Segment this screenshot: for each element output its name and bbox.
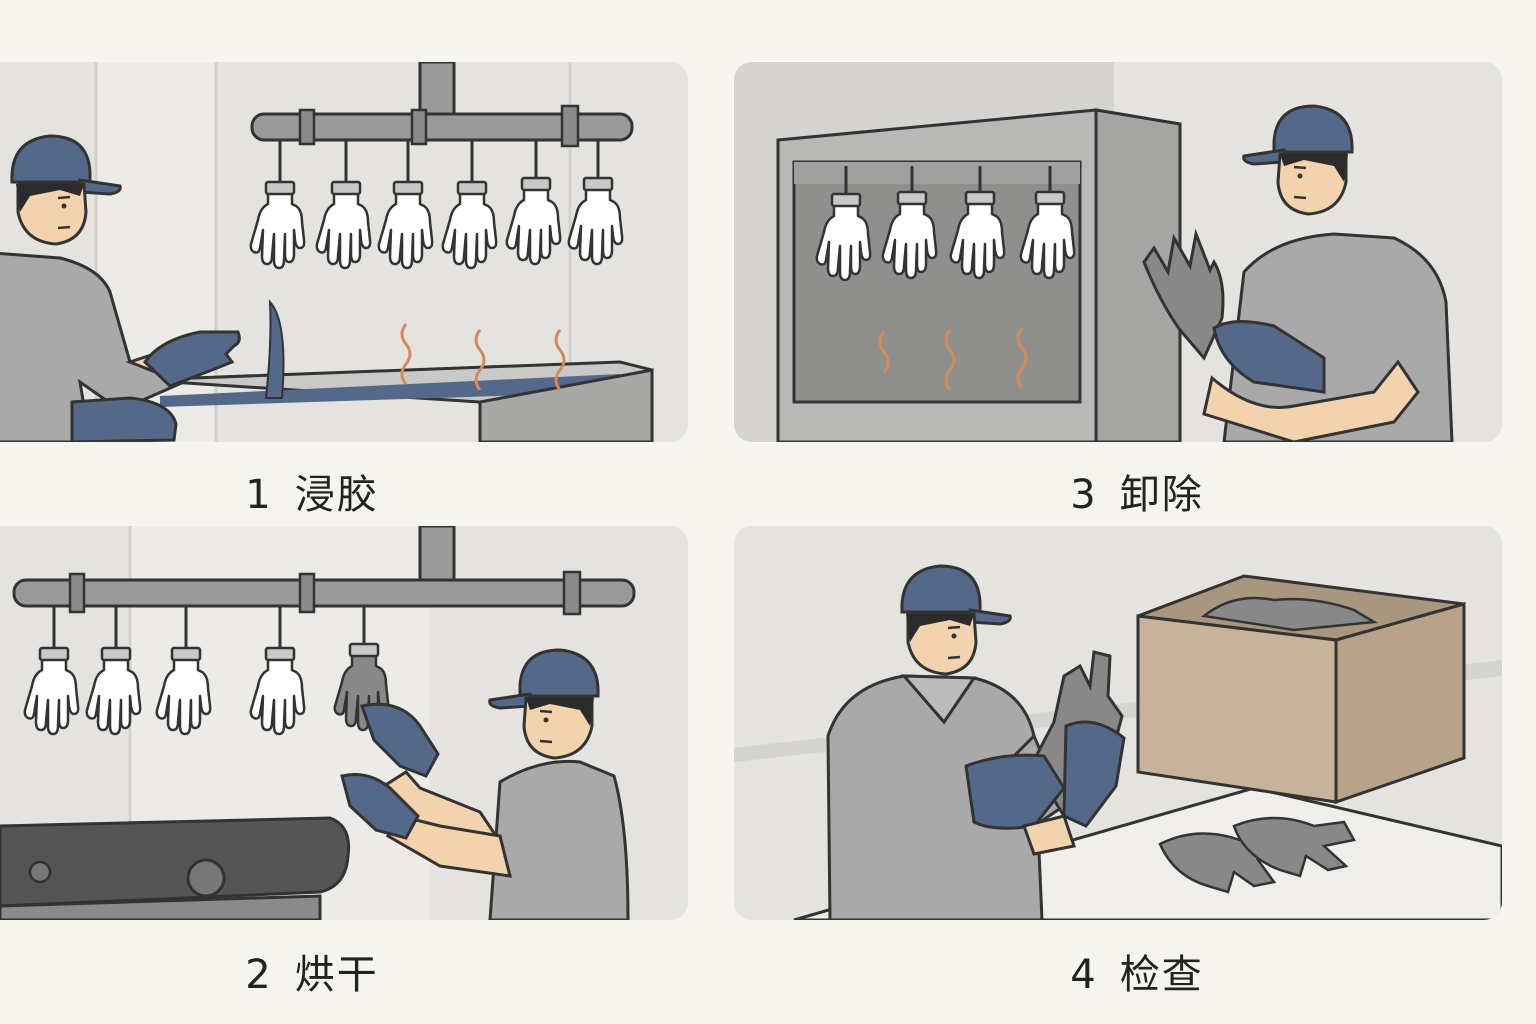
- dip-tank: [139, 299, 654, 442]
- step-4-caption: 4 检查: [1070, 942, 1203, 1000]
- cardboard-box: [1136, 574, 1466, 805]
- step-2-caption: 2 烘干: [245, 942, 378, 1000]
- step-1-dipping-panel: [0, 62, 688, 442]
- heat-wave-icon: [400, 323, 566, 391]
- step-number: 4: [1070, 952, 1098, 998]
- glove-icon: [1158, 816, 1356, 894]
- worker-figure: [1142, 104, 1454, 442]
- heat-wave-icon: [878, 327, 1028, 391]
- worker-figure: [0, 134, 241, 442]
- step-number: 2: [245, 952, 273, 998]
- step-label: 浸胶: [294, 472, 379, 518]
- worker-figure: [826, 564, 1126, 920]
- glove-icon: [23, 606, 306, 736]
- step-3-stripping-panel: [734, 62, 1502, 442]
- worker-figure: [340, 648, 630, 920]
- step-1-caption: 1 浸胶: [245, 462, 378, 520]
- step-label: 检查: [1119, 952, 1204, 998]
- step-2-drying-panel: [0, 526, 688, 920]
- glove-icon: [815, 166, 1076, 282]
- step-label: 烘干: [294, 952, 379, 998]
- drying-rack: [12, 526, 636, 616]
- step-number: 1: [245, 472, 273, 518]
- step-4-inspection-panel: [734, 526, 1502, 920]
- step-number: 3: [1070, 472, 1098, 518]
- conveyor-belt: [0, 816, 351, 920]
- glove-icon: [333, 606, 390, 732]
- step-3-caption: 3 卸除: [1070, 462, 1203, 520]
- glove-icon: [249, 140, 624, 270]
- drying-rack: [250, 62, 634, 148]
- step-label: 卸除: [1119, 472, 1204, 518]
